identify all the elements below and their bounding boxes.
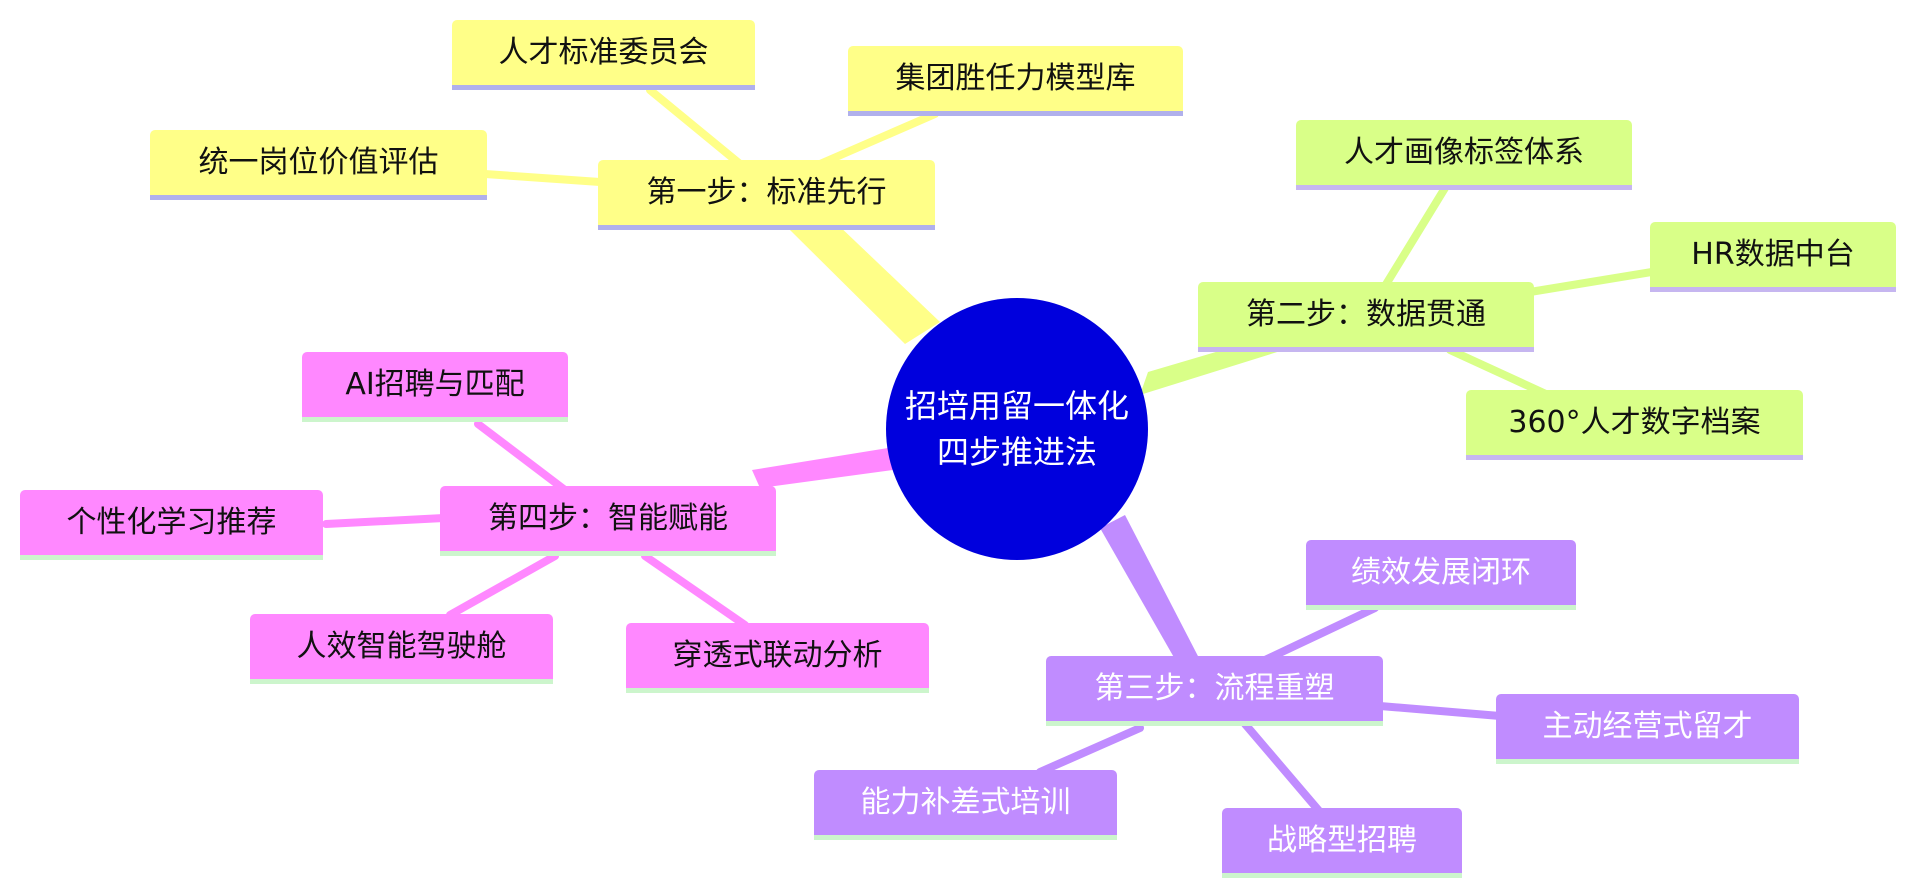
link-step3-training [1036, 724, 1144, 776]
step3-child-recruitment-label: 战略型招聘 [1267, 822, 1417, 858]
link-step3-performance [1261, 604, 1379, 664]
step4-child-learning-label: 个性化学习推荐 [66, 504, 277, 540]
step2-label: 第二步：数据贯通 [1246, 296, 1486, 332]
link-step4-cockpit [446, 552, 559, 619]
step1-node[interactable]: 第一步：标准先行 [598, 160, 935, 230]
step4-child-cockpit[interactable]: 人效智能驾驶舱 [250, 614, 553, 684]
step2-child-portrait-label: 人才画像标签体系 [1344, 134, 1584, 170]
step2-node[interactable]: 第二步：数据贯通 [1198, 282, 1534, 352]
link-step4-analysis [641, 552, 749, 629]
link-step2-portrait [1381, 184, 1449, 290]
link-step4-learning [322, 514, 448, 528]
link-step1-committee [646, 86, 744, 168]
step1-label: 第一步：标准先行 [646, 174, 887, 210]
step1-child-committee[interactable]: 人才标准委员会 [452, 20, 755, 90]
root-title-line2: 四步推进法 [936, 433, 1097, 471]
link-step1-job-evaluation [481, 170, 604, 186]
step1-child-job-evaluation[interactable]: 统一岗位价值评估 [150, 130, 487, 200]
step3-child-training[interactable]: 能力补差式培训 [814, 770, 1117, 840]
step4-child-learning[interactable]: 个性化学习推荐 [20, 490, 323, 560]
link-root-step3 [1100, 515, 1200, 668]
step2-child-portrait[interactable]: 人才画像标签体系 [1296, 120, 1632, 190]
step2-child-data-platform[interactable]: HR数据中台 [1650, 222, 1896, 292]
root-node[interactable]: 招培用留一体化 四步推进法 [886, 298, 1148, 560]
step1-child-model-library-label: 集团胜任力模型库 [895, 60, 1136, 96]
step3-child-training-label: 能力补差式培训 [860, 784, 1071, 820]
link-step2-archive [1446, 346, 1552, 399]
step4-child-analysis[interactable]: 穿透式联动分析 [626, 623, 929, 693]
step3-label: 第三步：流程重塑 [1094, 670, 1335, 706]
root-title-line1: 招培用留一体化 [904, 386, 1129, 425]
step4-label: 第四步：智能赋能 [488, 500, 728, 536]
link-step2-data-platform [1526, 268, 1656, 296]
link-step3-retention [1376, 702, 1504, 720]
link-root-step1 [790, 222, 940, 344]
link-step3-recruitment [1241, 720, 1324, 816]
step4-child-ai-recruit[interactable]: AI招聘与匹配 [302, 352, 568, 422]
step2-child-archive-label: 360°人才数字档案 [1508, 404, 1761, 440]
step4-child-ai-recruit-label: AI招聘与匹配 [345, 366, 525, 402]
link-step4-ai-recruit [474, 420, 569, 494]
step3-child-retention[interactable]: 主动经营式留才 [1496, 694, 1799, 764]
step3-child-recruitment[interactable]: 战略型招聘 [1222, 808, 1462, 878]
step3-child-performance-label: 绩效发展闭环 [1351, 554, 1531, 590]
step4-node[interactable]: 第四步：智能赋能 [440, 486, 776, 556]
step1-child-job-evaluation-label: 统一岗位价值评估 [198, 144, 439, 180]
step2-child-data-platform-label: HR数据中台 [1691, 236, 1855, 272]
link-step1-model-library [816, 110, 939, 168]
step4-child-analysis-label: 穿透式联动分析 [672, 637, 883, 673]
step1-child-committee-label: 人才标准委员会 [498, 34, 709, 70]
link-root-step4 [752, 448, 893, 488]
step2-child-archive[interactable]: 360°人才数字档案 [1466, 390, 1803, 460]
step3-child-performance[interactable]: 绩效发展闭环 [1306, 540, 1576, 610]
step4-child-cockpit-label: 人效智能驾驶舱 [296, 628, 507, 664]
step3-child-retention-label: 主动经营式留才 [1542, 708, 1753, 744]
step1-child-model-library[interactable]: 集团胜任力模型库 [848, 46, 1183, 116]
step3-node[interactable]: 第三步：流程重塑 [1046, 656, 1383, 726]
